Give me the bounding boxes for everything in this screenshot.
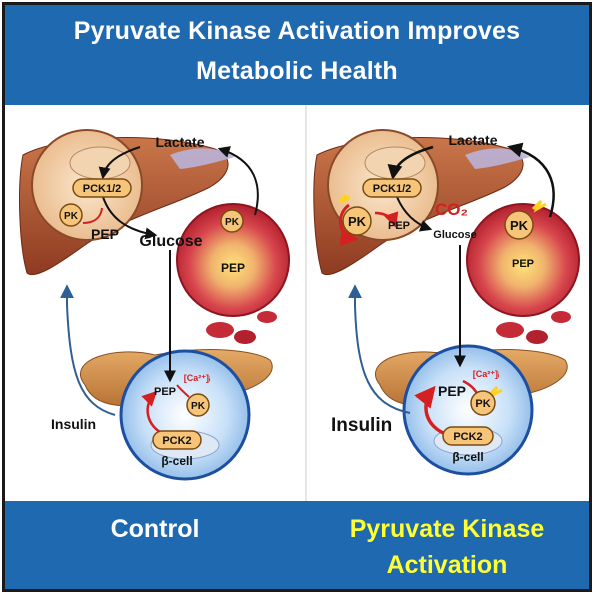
arrow-glucose-to-lactate [217, 146, 259, 216]
pk-node-liver-active [342, 206, 372, 236]
beta-red-arrow-active [414, 385, 449, 437]
glucose-label-active: Glucose [433, 229, 476, 241]
pck2-node-active [442, 426, 494, 446]
pk-node-rbc-active [504, 210, 534, 240]
pck12-node [72, 178, 132, 198]
pk-node-rbc [220, 209, 244, 233]
pep-label-rbc: PEP [221, 261, 245, 275]
panel-separator [305, 105, 307, 501]
glucose-label-control: Glucose [139, 233, 202, 250]
pck12-node-active [362, 178, 422, 198]
control-label: Control [110, 515, 200, 543]
mitochondrion-shape [69, 146, 131, 180]
pck2-node-control [152, 430, 202, 450]
rbc-small-1 [206, 322, 234, 338]
lactate-label-active: Lactate [448, 132, 497, 148]
arrow-pep-to-glucose [102, 196, 158, 240]
arrow-insulin-to-liver-active [348, 284, 411, 414]
activation-label-line-1: Pyruvate Kinase [349, 515, 545, 543]
pck12-label-active: PCK1/2 [373, 183, 412, 195]
pep-label-liver-active: PEP [388, 220, 410, 232]
red-cycle-arrow-right [374, 211, 399, 228]
pk-label-beta-active: PK [475, 398, 490, 410]
lactate-label-control: Lactate [155, 134, 204, 150]
red-blood-cell [176, 203, 290, 317]
pep-label-rbc-active: PEP [512, 258, 534, 270]
beta-cell-label-control: β-cell [161, 454, 192, 468]
footer-banner: Control Pyruvate Kinase Activation [5, 501, 589, 589]
pep-label-liver: PEP [91, 226, 119, 242]
pk-node-beta [186, 393, 210, 417]
activation-spark-beta [487, 385, 503, 399]
arrow-pep-to-glucose-active [396, 196, 433, 232]
pk-label-rbc: PK [225, 217, 240, 228]
activation-panel: PCK1/2 PK PEP CO₂ Glucose Lactate PK PEP… [313, 129, 580, 476]
rbc-small-active-1 [496, 322, 524, 338]
rbc-small-active-2 [526, 330, 548, 344]
beta-cell-label-active: β-cell [452, 450, 483, 464]
pk-label-beta: PK [191, 401, 206, 412]
rbc-small-2 [234, 330, 256, 344]
pck2-label-control: PCK2 [162, 435, 191, 447]
pk-label-liver: PK [64, 211, 79, 222]
control-panel: PCK1/2 PK PEP Glucose Lactate PK PEP PEP… [19, 129, 290, 481]
arrow-lactate-to-pck-active [387, 145, 434, 180]
red-cycle-arrow-left [339, 203, 359, 247]
arrow-lactate-to-pck [98, 146, 141, 180]
figure-frame: Pyruvate Kinase Activation Improves Meta… [2, 2, 592, 592]
calcium-label-active: [Ca²⁺]ᵢ [473, 369, 500, 379]
activation-label-line-2: Activation [386, 551, 508, 579]
title-line-2: Metabolic Health [196, 57, 398, 85]
pk-pep-inhibitor [82, 207, 103, 224]
arrow-insulin-to-liver [60, 284, 116, 416]
activation-spark-liver [338, 193, 351, 205]
red-blood-cell-active [466, 203, 580, 317]
rbc-small-3 [257, 311, 277, 323]
insulin-label-active: Insulin [331, 415, 392, 436]
insulin-label-control: Insulin [51, 416, 96, 432]
activation-spark-rbc [531, 199, 547, 213]
pep-label-beta: PEP [154, 386, 176, 398]
pathway-diagram: PCK1/2 PK PEP Glucose Lactate PK PEP PEP… [19, 129, 580, 481]
pck2-label-active: PCK2 [453, 431, 482, 443]
beta-pep-pk-link [176, 384, 190, 398]
co2-label: CO₂ [435, 200, 468, 219]
pk-label-rbc-active: PK [510, 218, 529, 233]
pk-node-beta-active [470, 390, 496, 416]
calcium-label-control: [Ca²⁺]ᵢ [184, 373, 211, 383]
pk-node-liver [59, 203, 83, 227]
pep-label-beta-active: PEP [438, 383, 466, 399]
title-line-1: Pyruvate Kinase Activation Improves [73, 17, 521, 45]
pk-label-liver-active: PK [348, 214, 367, 229]
title-banner: Pyruvate Kinase Activation Improves Meta… [5, 5, 589, 105]
pck12-label: PCK1/2 [83, 183, 122, 195]
rbc-small-active-3 [551, 311, 571, 323]
arrow-glucose-to-lactate-active [507, 142, 555, 218]
